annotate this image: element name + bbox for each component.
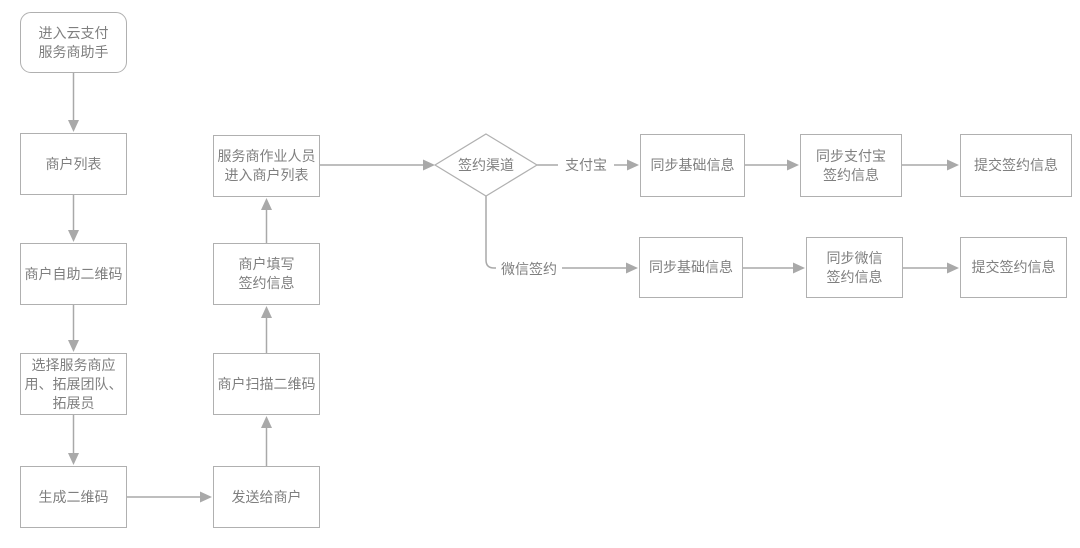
node-label: 同步支付宝 签约信息 — [816, 147, 886, 183]
node-label: 商户填写 签约信息 — [238, 256, 295, 291]
node-merchant-self-qrcode: 商户自助二维码 — [20, 243, 127, 305]
node-label: 选择服务商应 用、拓展团队、 拓展员 — [24, 356, 123, 411]
node-merchant-fill-sign-info: 商户填写 签约信息 — [213, 243, 320, 305]
node-label: 签约渠道 — [458, 156, 514, 173]
node-label: 同步基础信息 — [649, 259, 733, 275]
node-send-to-merchant: 发送给商户 — [213, 466, 320, 528]
edge-label-wechat-branch: 微信签约 — [496, 259, 562, 279]
node-merchant-list: 商户列表 — [20, 133, 127, 195]
node-label: 进入云支付 服务商助手 — [38, 24, 109, 60]
node-sign-channel-decision: 签约渠道 — [435, 134, 537, 196]
node-generate-qrcode: 生成二维码 — [20, 466, 127, 528]
node-label: 商户列表 — [45, 155, 102, 172]
edge-label-text: 微信签约 — [501, 261, 557, 277]
node-sync-wechat-sign-info: 同步微信 签约信息 — [806, 237, 903, 298]
node-submit-sign-info-alipay: 提交签约信息 — [960, 134, 1072, 197]
edge-label-alipay-branch: 支付宝 — [558, 155, 614, 175]
node-merchant-scan-qrcode: 商户扫描二维码 — [213, 353, 320, 415]
edge-label-text: 支付宝 — [565, 157, 607, 173]
node-label: 服务商作业人员 进入商户列表 — [217, 148, 316, 183]
node-submit-sign-info-wechat: 提交签约信息 — [960, 237, 1067, 298]
node-enter-cloud-pay-assistant: 进入云支付 服务商助手 — [20, 12, 127, 73]
node-select-app-team-agent: 选择服务商应 用、拓展团队、 拓展员 — [20, 353, 127, 415]
edge-decision-to-sync-basic-wechat — [485, 196, 638, 274]
node-sync-alipay-sign-info: 同步支付宝 签约信息 — [800, 134, 902, 197]
node-sync-basic-info-wechat: 同步基础信息 — [639, 237, 743, 298]
node-label: 提交签约信息 — [974, 157, 1058, 173]
decision-diamond-shape — [433, 133, 539, 197]
node-label: 商户扫描二维码 — [217, 375, 316, 392]
node-label: 同步微信 签约信息 — [826, 249, 883, 285]
node-label: 同步基础信息 — [650, 157, 735, 173]
node-label: 发送给商户 — [231, 488, 302, 505]
node-operator-enter-merchant-list: 服务商作业人员 进入商户列表 — [213, 135, 320, 197]
node-label: 提交签约信息 — [971, 259, 1056, 275]
node-sync-basic-info-alipay: 同步基础信息 — [640, 134, 745, 197]
node-label: 生成二维码 — [38, 488, 109, 505]
node-label: 商户自助二维码 — [24, 265, 123, 282]
